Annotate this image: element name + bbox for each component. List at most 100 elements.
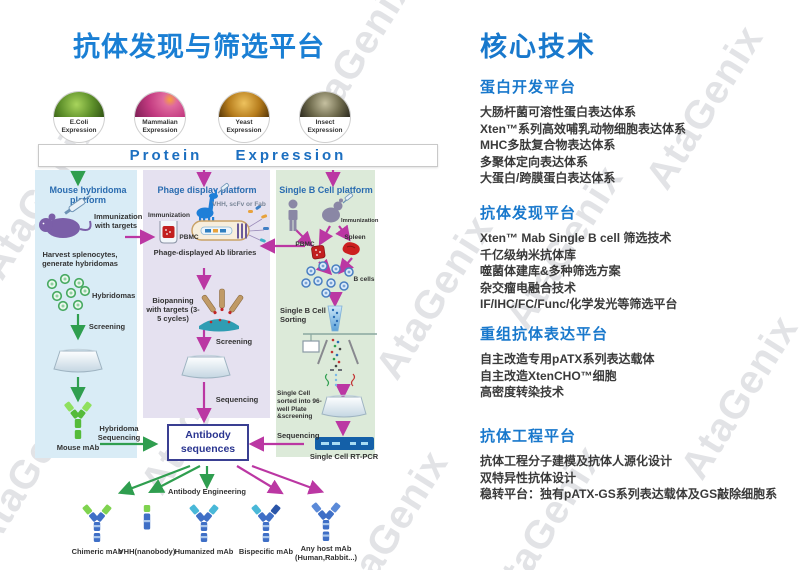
label-anyhost-sub: (Human,Rabbit...) (294, 553, 358, 562)
section-heading: 抗体发现平台 (480, 205, 577, 222)
section-antibody-engineering: 抗体工程平台 抗体工程分子建模及抗体人源化设计 双特异性抗体设计 稳转平台：独有… (480, 425, 796, 503)
antibody-icon-vhh (143, 505, 151, 530)
label-rt-pcr: Single Cell RT-PCR (309, 452, 379, 461)
section-heading: 蛋白开发平台 (480, 79, 577, 96)
label-hybridoma-sequencing: Hybridoma Sequencing (97, 424, 141, 442)
tech-item: 多聚体定向表达体系 (480, 154, 589, 169)
label-anyhost-mab: Any host mAb (300, 544, 352, 553)
phage-column-title: Phage display platform (157, 185, 257, 195)
section-protein-dev: 蛋白开发平台 大肠杆菌可溶性蛋白表达体系 Xten™系列高效哺乳动物细胞表达体系… (480, 76, 796, 187)
section-recombinant-expression: 重组抗体表达平台 自主改造专用pATX系列表达载体 自主改造XtenCHO™细胞… (480, 323, 796, 401)
circle-label-name: Mammalian (142, 119, 178, 126)
syringe-icon (64, 195, 91, 215)
human-icon (288, 199, 298, 231)
arrow-seq-to-anyhost (251, 464, 325, 495)
label-fragment-types: VHH, scFv or Fab (212, 201, 266, 208)
section-antibody-discovery: 抗体发现平台 Xten™ Mab Single B cell 筛选技术 千亿级纳… (480, 202, 796, 313)
tech-item: Xten™系列高效哺乳动物细胞表达体系 (480, 121, 687, 136)
label-singleb-sequencing: Sequencing (277, 431, 320, 440)
arrow-spleen-to-bcells (338, 257, 354, 275)
label-mouse-screening: Screening (88, 322, 126, 331)
label-chimeric-mab: Chimeric mAb (71, 547, 123, 556)
core-tech-title: 核心技术 (480, 32, 596, 62)
tech-item: 抗体工程分子建模及抗体人源化设计 (480, 454, 673, 468)
syringe-icon-llama (217, 182, 230, 194)
flow-diagram-graphics (39, 170, 377, 542)
hybridoma-cells-icon (46, 273, 91, 312)
circle-label-type: Expression (61, 127, 97, 135)
circle-label-type: Expression (307, 127, 343, 135)
label-singleb-immunization: Immunization (341, 218, 379, 224)
tech-item: 双特异性抗体设计 (480, 470, 577, 485)
antibody-icon-humanized (189, 504, 219, 542)
syringe-icon-singleb (342, 192, 354, 204)
tech-item: 高密度转染技术 (480, 385, 565, 399)
circle-label-name: E.Coli (69, 119, 89, 126)
spleen-icon (342, 242, 360, 256)
well-plate-icon-singleb (321, 394, 367, 418)
ab-fragments-icon (248, 205, 269, 243)
tech-item: 稳转平台：独有pATX-GS系列表达载体及GS敲除细胞系 (480, 487, 778, 501)
label-single-b-sorting: Single B Cell Sorting (280, 306, 326, 324)
expression-circle-yeast: Yeast Expression (218, 91, 270, 143)
label-bispecific-mab: Bispecific mAb (238, 547, 294, 556)
antibody-icon-chimeric (82, 504, 112, 542)
antibody-icon-mouse-mab (64, 401, 92, 439)
label-phage-libraries: Phage-displayed Ab libraries (153, 248, 257, 257)
pbmc-beaker-icon (159, 221, 178, 244)
tech-item: IF/IHC/FC/Func/化学发光等筛选平台 (480, 297, 678, 311)
core-technology-panel: 核心技术 蛋白开发平台 大肠杆菌可溶性蛋白表达体系 Xten™系列高效哺乳动物细… (478, 0, 796, 570)
tech-item: 自主改造XtenCHO™细胞 (480, 368, 617, 383)
label-phage-screening: Screening (215, 337, 253, 346)
arrow-animal-to-spleen (335, 224, 351, 242)
antibody-sequences-box: Antibody sequences (167, 424, 249, 461)
antibody-icon-bispecific (251, 504, 281, 542)
label-sorted-note: Single Cell sorted into 96-well Plate &s… (277, 390, 322, 421)
antibody-icon-anyhost (311, 502, 341, 541)
label-phage-immunization: Immunization (148, 212, 190, 219)
rt-pcr-gel-icon (315, 437, 374, 450)
biopanning-icon (199, 288, 244, 332)
label-spleen: Spleen (344, 234, 366, 241)
label-biopanning: Biopanning with targets (3-5 cycles) (146, 296, 200, 323)
arrow-human-to-pbmc (295, 229, 314, 248)
tech-item: 大蛋白/跨膜蛋白表达体系 (480, 171, 616, 185)
b-cells-icon (301, 261, 354, 298)
tech-item: 千亿级纳米抗体库 (480, 247, 577, 262)
tech-item: 噬菌体建库&多种筛选方案 (480, 264, 621, 278)
arrow-seq-to-chimeric (117, 464, 191, 496)
expression-circle-mammalian: Mammalian Expression (134, 91, 186, 143)
pbmc-icon (311, 245, 326, 260)
tech-item: 杂交瘤电融合技术 (480, 280, 577, 295)
well-plate-icon (53, 348, 103, 373)
circle-label-type: Expression (142, 127, 178, 135)
mouse-icon (39, 213, 92, 238)
label-b-cells: B cells (353, 276, 375, 283)
well-plate-icon-phage (181, 354, 231, 379)
label-harvest-splenocytes: Harvest splenocytes, generate hybridomas (42, 250, 118, 268)
circle-label-name: Yeast (235, 119, 253, 126)
label-hybridomas: Hybridomas (92, 291, 136, 300)
mouse-column-title: Mouse hybridoma platform (49, 185, 127, 205)
label-antibody-engineering: Antibody Engineering (168, 487, 246, 496)
label-immunization-targets: Immunization with targets (94, 212, 143, 230)
arrow-seq-to-bispecific (236, 465, 284, 495)
tech-item: Xten™ Mab Single B cell 筛选技术 (480, 231, 672, 245)
label-mouse-mab: Mouse mAb (56, 443, 100, 452)
immunized-animal-icon (322, 198, 343, 223)
expression-circle-insect: Insect Expression (299, 91, 351, 143)
tech-item: MHC多肽复合物表达体系 (480, 138, 616, 152)
label-phage-pbmc: PBMC (179, 234, 199, 241)
arrow-animal-to-pbmc (318, 225, 334, 246)
tech-item: 自主改造专用pATX系列表达载体 (480, 352, 655, 366)
diagram-title: 抗体发现与筛选平台 (73, 32, 325, 62)
label-vhh-nanobody: VHH(nanobody) (118, 547, 176, 556)
protein-expression-bar: Protein Expression (38, 144, 438, 167)
label-singleb-pbmc: PBMC (295, 241, 315, 248)
label-humanized-mab: Humanized mAb (174, 547, 234, 556)
phage-capsule-icon (191, 205, 269, 243)
tech-item: 大肠杆菌可溶性蛋白表达体系 (480, 105, 637, 119)
circle-label-type: Expression (226, 127, 262, 135)
label-phage-sequencing: Sequencing (215, 395, 259, 404)
